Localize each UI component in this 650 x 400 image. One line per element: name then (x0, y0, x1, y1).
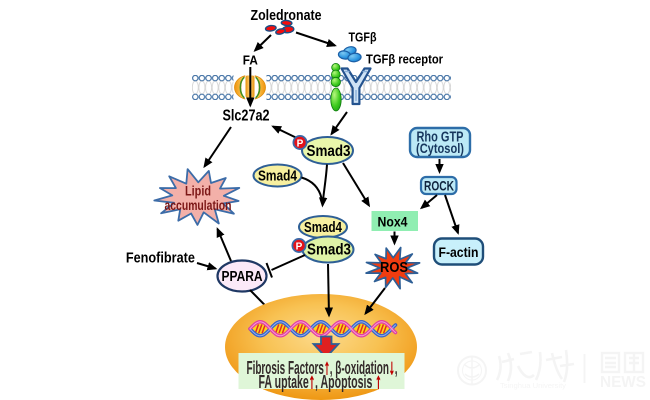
svg-text:Nox4: Nox4 (378, 214, 408, 230)
svg-text:Smad4: Smad4 (304, 219, 342, 236)
svg-text:P: P (297, 139, 304, 150)
svg-text:Fenofibrate: Fenofibrate (126, 251, 195, 267)
svg-text:Lipid: Lipid (185, 183, 211, 199)
svg-text:Slc27a2: Slc27a2 (223, 108, 270, 125)
svg-text:NEWS: NEWS (600, 374, 646, 391)
svg-text:ROS: ROS (380, 260, 408, 276)
svg-text:(Cytosol): (Cytosol) (416, 140, 464, 156)
svg-text:TGFβ: TGFβ (349, 30, 377, 45)
svg-text:Smad3: Smad3 (307, 242, 351, 259)
svg-text:PPARA: PPARA (222, 268, 263, 285)
svg-text:F-actin: F-actin (439, 244, 479, 260)
svg-text:FA: FA (243, 53, 259, 68)
svg-text:Smad4: Smad4 (258, 168, 298, 185)
svg-text:TGFβ receptor: TGFβ receptor (366, 52, 443, 67)
svg-text:Tsinghua University: Tsinghua University (500, 383, 567, 390)
svg-text:accumulation: accumulation (165, 197, 232, 213)
svg-text:P: P (296, 242, 303, 253)
svg-text:FA uptake↑, Apoptosis ↑: FA uptake↑, Apoptosis ↑ (259, 370, 382, 393)
svg-text:Smad3: Smad3 (307, 143, 351, 160)
svg-text:Zoledronate: Zoledronate (251, 8, 322, 24)
svg-text:ROCK: ROCK (424, 178, 454, 194)
svg-text:Fibrosis Factors↑, β-oxidation: Fibrosis Factors↑, β-oxidation↓, (247, 356, 398, 379)
svg-text:Rho GTP: Rho GTP (417, 130, 464, 146)
